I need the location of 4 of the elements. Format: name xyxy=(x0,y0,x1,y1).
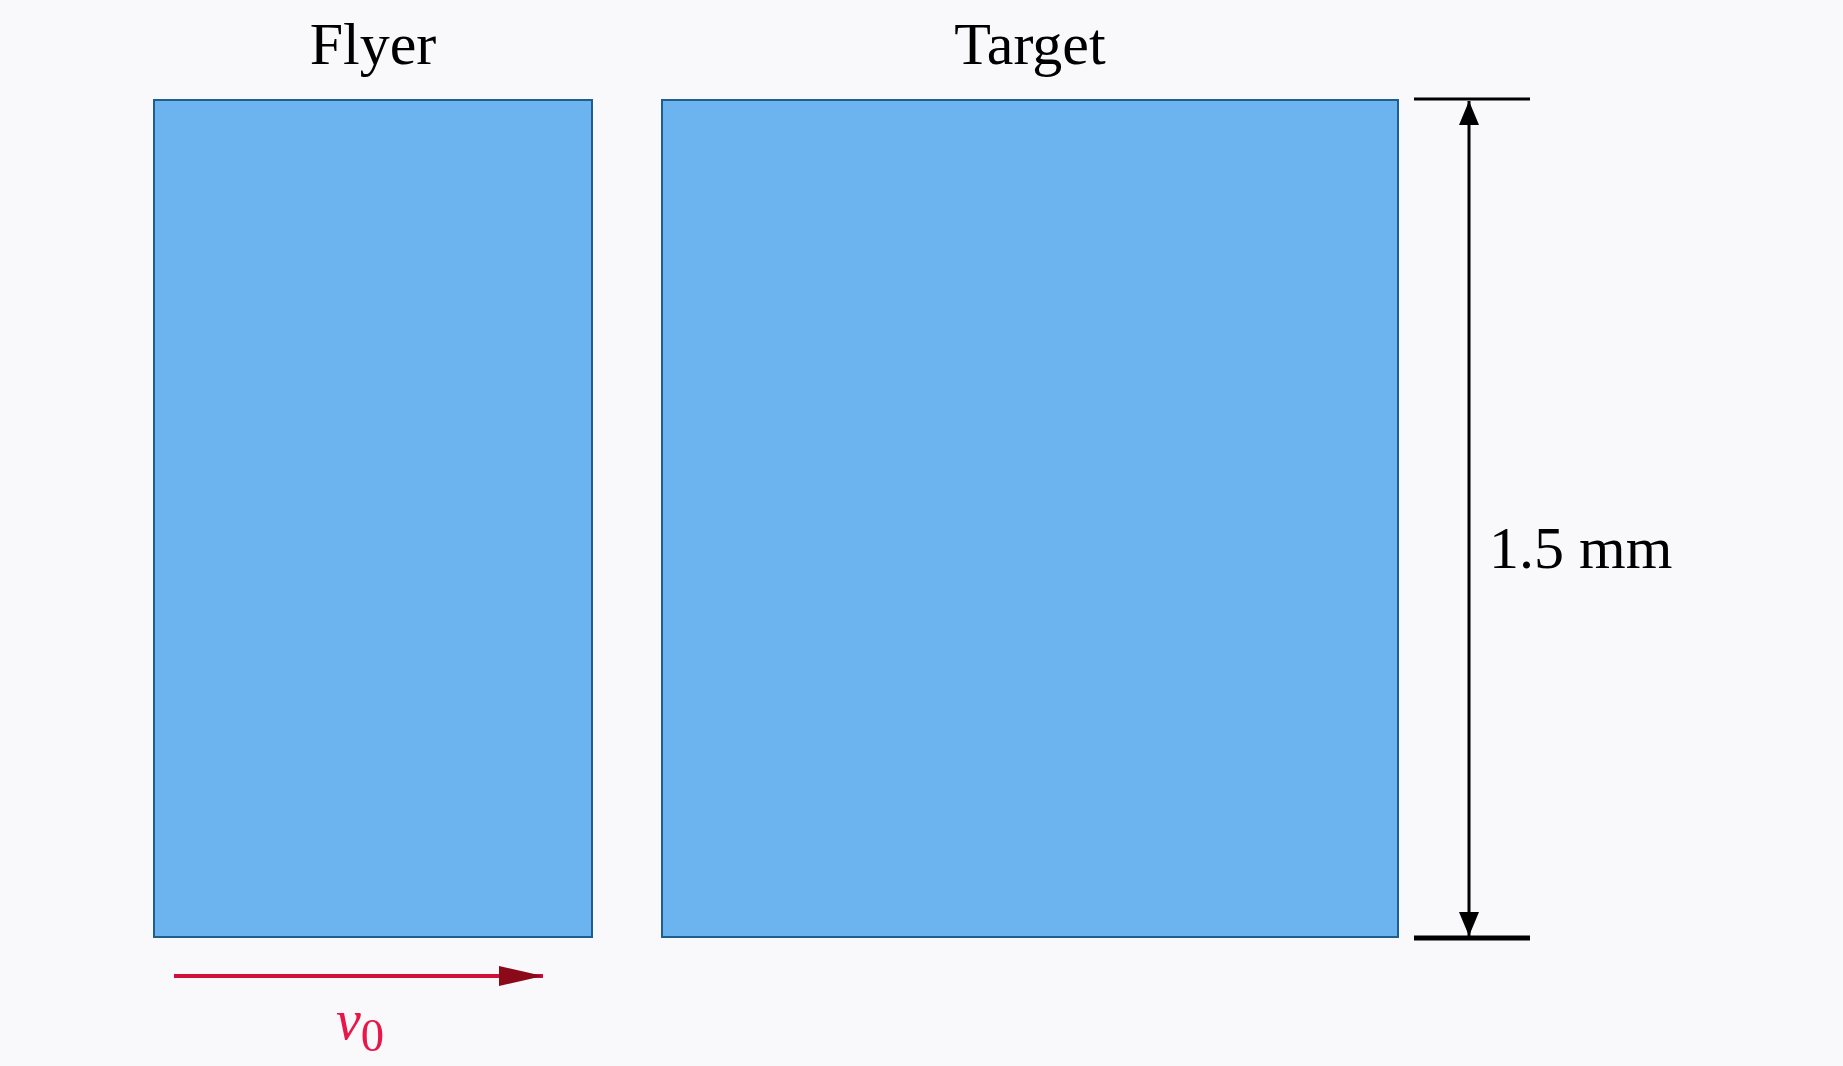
block-title: Target xyxy=(954,10,1106,79)
dimension-label: 1.5 mm xyxy=(1489,515,1673,581)
velocity-label: v$_{0}$ xyxy=(336,990,385,1062)
block-title: Flyer xyxy=(309,10,437,79)
